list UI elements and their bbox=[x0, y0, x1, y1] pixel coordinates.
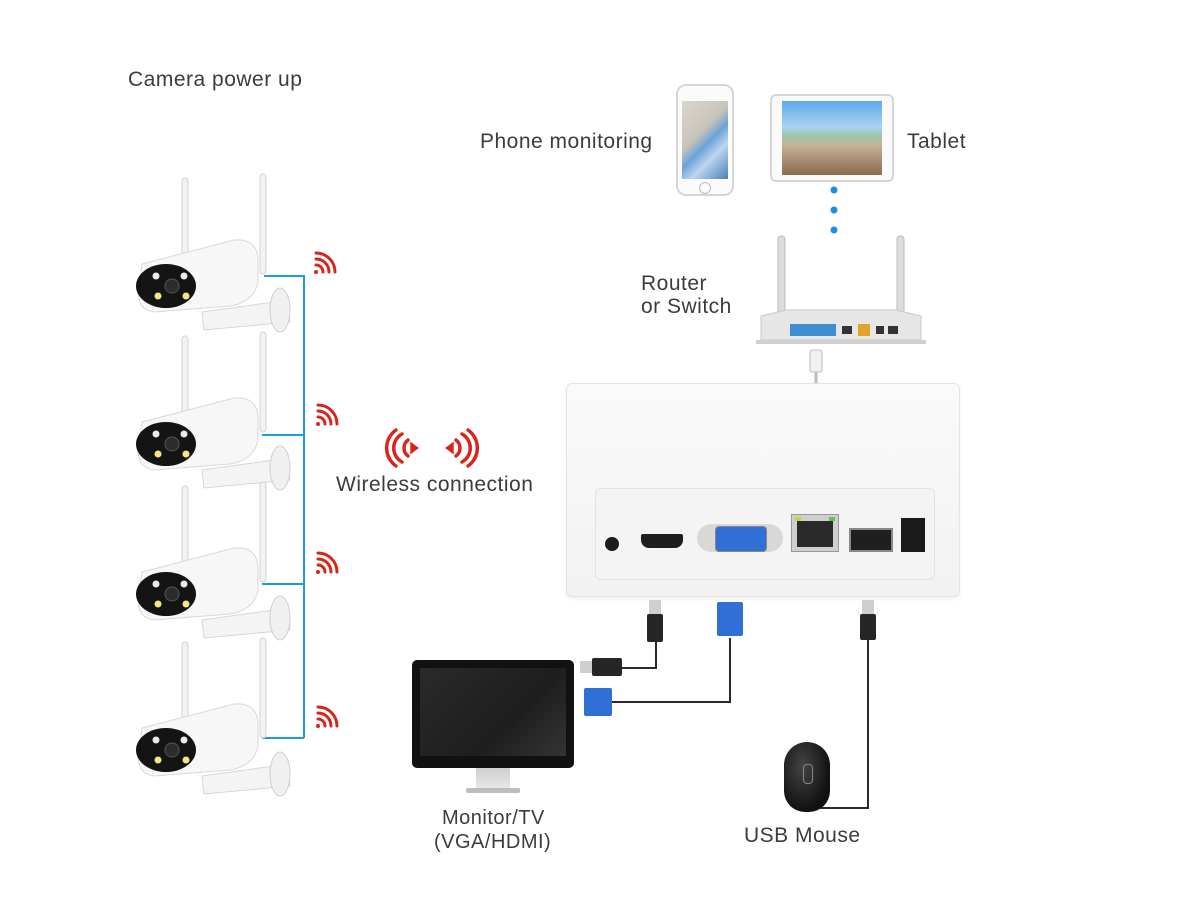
usb-plug-mouse bbox=[860, 600, 876, 640]
audio-port bbox=[605, 537, 619, 551]
usb-mouse-label: USB Mouse bbox=[744, 824, 861, 847]
lan-led-green bbox=[829, 517, 835, 521]
phone-device bbox=[676, 84, 734, 196]
nvr-box bbox=[566, 383, 960, 597]
camera-1 bbox=[136, 173, 291, 333]
monitor-device bbox=[412, 660, 574, 768]
tablet-device bbox=[770, 94, 894, 182]
wifi-signal-icon-2 bbox=[316, 403, 339, 426]
router-label-line1: Router bbox=[641, 272, 708, 295]
camera-power-label: Camera power up bbox=[128, 68, 303, 91]
monitor-label-line1: Monitor/TV bbox=[442, 807, 545, 829]
camera-2 bbox=[136, 331, 291, 491]
dc-power-port bbox=[901, 518, 925, 552]
camera-3 bbox=[136, 481, 291, 641]
usb-mouse-device bbox=[784, 742, 830, 812]
phone-screen bbox=[682, 101, 728, 179]
monitor-label-line2: (VGA/HDMI) bbox=[434, 831, 552, 853]
usb-plug-monitor bbox=[580, 658, 622, 676]
lan-led-yellow bbox=[795, 517, 801, 521]
vga-port-inner bbox=[715, 526, 767, 552]
vga-plug-top bbox=[717, 602, 743, 636]
connection-dots bbox=[830, 186, 838, 234]
tablet-screen bbox=[782, 101, 882, 175]
router-device bbox=[756, 235, 926, 344]
usb-port bbox=[849, 528, 893, 552]
mouse-scroll-wheel bbox=[803, 764, 813, 784]
camera-4 bbox=[136, 637, 291, 797]
tablet-label: Tablet bbox=[907, 130, 967, 153]
monitor-base bbox=[466, 788, 520, 793]
lan-port bbox=[791, 514, 839, 552]
monitor-stand bbox=[476, 768, 510, 790]
monitor-screen bbox=[420, 668, 566, 756]
vga-port bbox=[697, 524, 783, 552]
wifi-signal-icon-1 bbox=[314, 251, 337, 274]
lan-port-socket bbox=[797, 521, 833, 547]
usb-plug-top bbox=[647, 600, 663, 642]
router-label-line2: or Switch bbox=[641, 295, 732, 318]
phone-monitoring-label: Phone monitoring bbox=[480, 130, 653, 153]
wireless-left-icon bbox=[384, 428, 419, 468]
wireless-connection-label: Wireless connection bbox=[336, 473, 534, 496]
wifi-signal-icon-4 bbox=[316, 705, 339, 728]
hdmi-port bbox=[641, 534, 683, 548]
wifi-signal-icon-3 bbox=[316, 551, 339, 574]
vga-plug-monitor bbox=[584, 688, 612, 716]
phone-home-button bbox=[699, 182, 711, 194]
wireless-right-icon bbox=[445, 428, 480, 468]
